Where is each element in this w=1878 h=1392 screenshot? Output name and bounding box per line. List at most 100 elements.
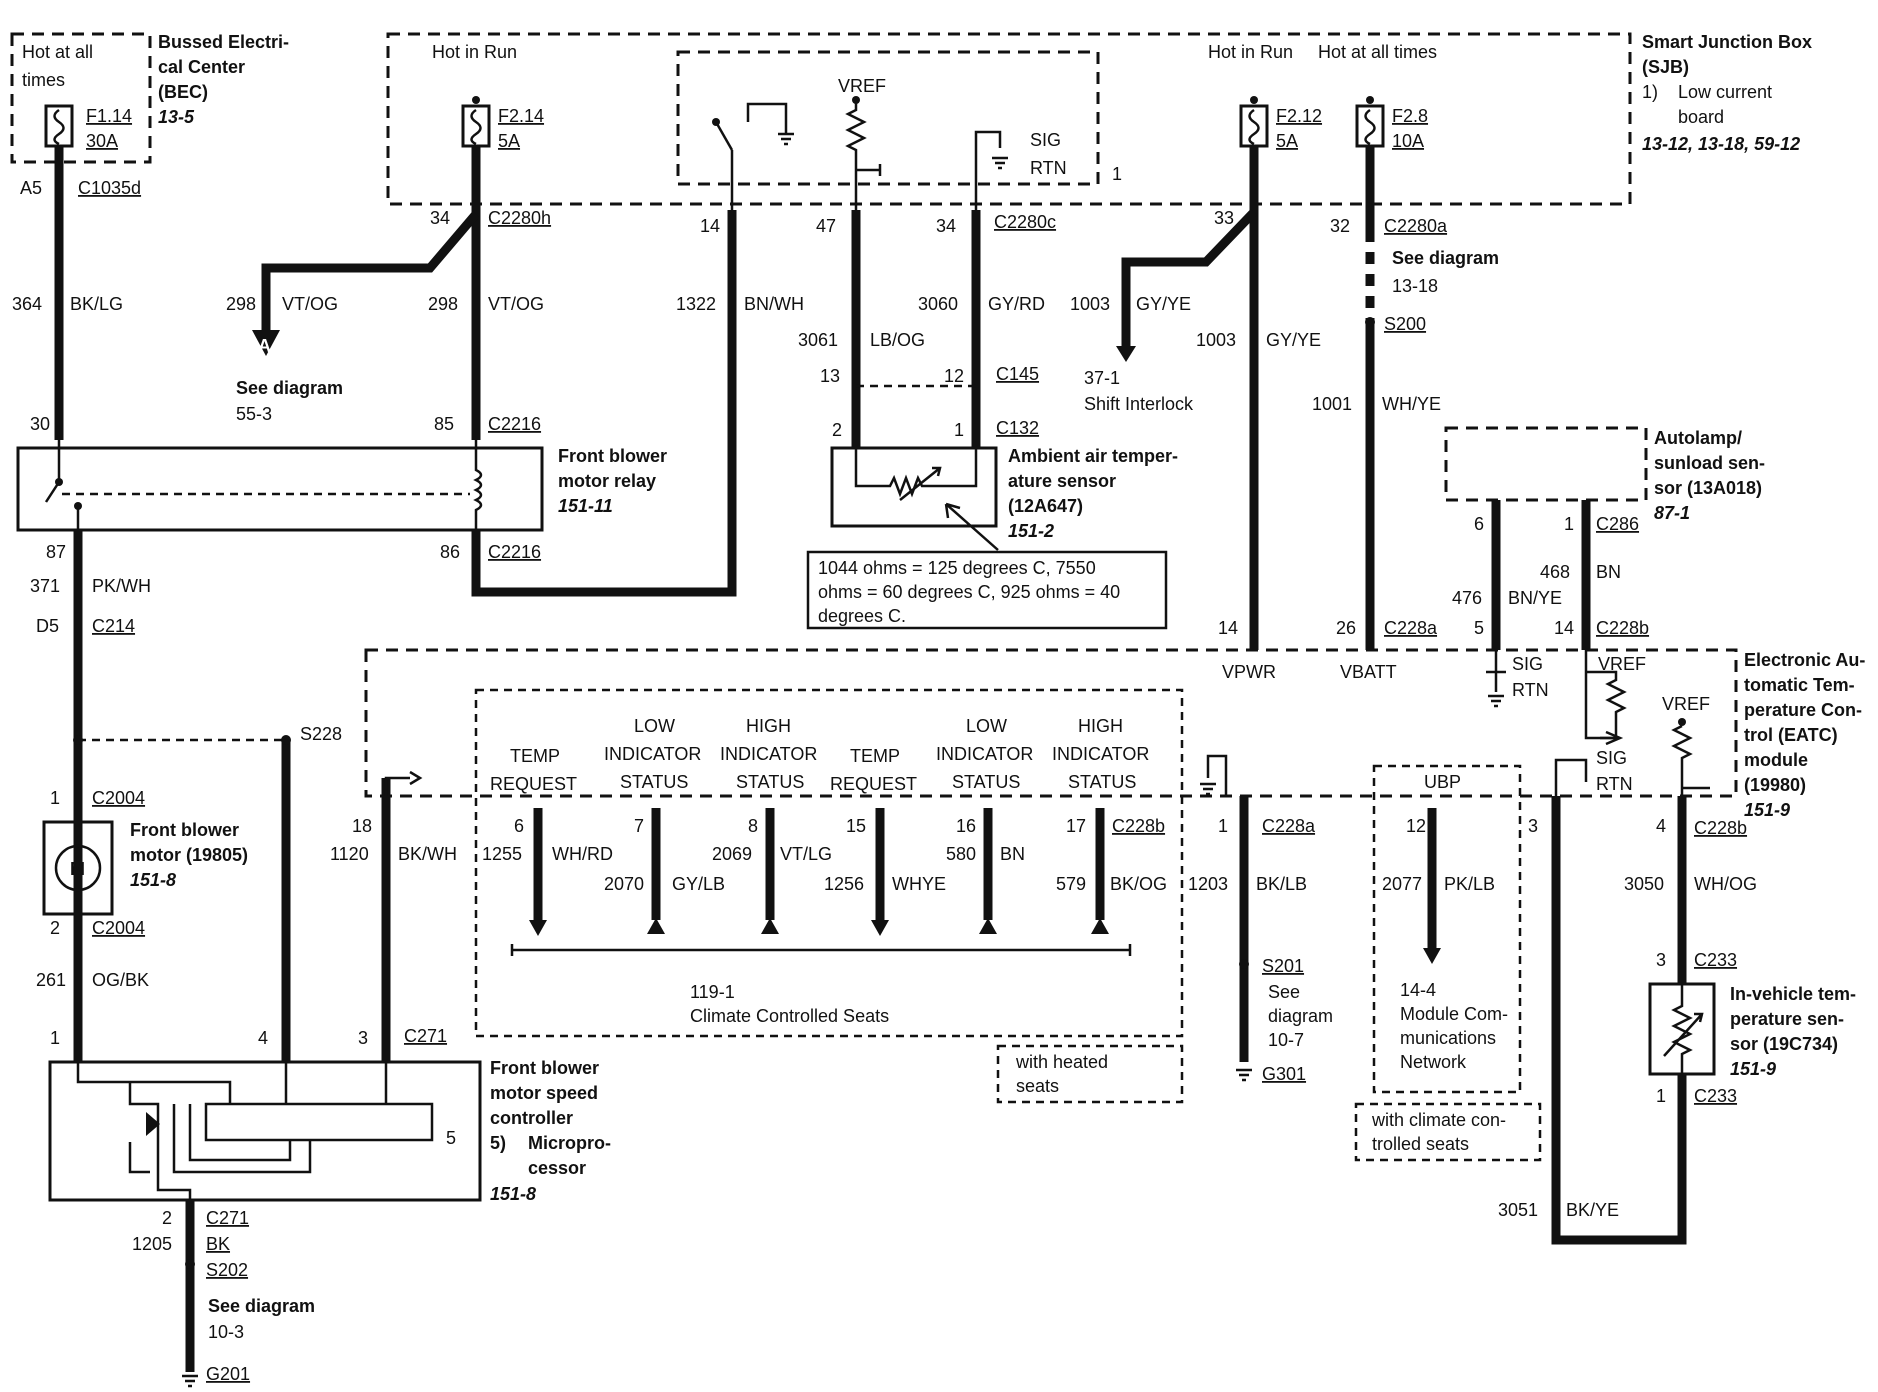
pin-3b: 3 [358, 1028, 368, 1048]
see-107-1: See [1268, 982, 1300, 1002]
wire-580-color: BN [1000, 844, 1025, 864]
bec-box: Hot at all times F1.14 30A Bussed Electr… [10, 32, 289, 198]
controller-ref: 151-8 [490, 1184, 536, 1204]
ground-icon [1236, 1068, 1252, 1082]
pin-14a: 14 [700, 216, 720, 236]
sjb-name-1: Smart Junction Box [1642, 32, 1812, 52]
eatc-ref: 151-9 [1744, 800, 1790, 820]
mcn-3: munications [1400, 1028, 1496, 1048]
pin-32: 32 [1330, 216, 1350, 236]
seat-sig-4a: TEMP [850, 746, 900, 766]
ohms-note-1: 1044 ohms = 125 degrees C, 7550 [818, 558, 1096, 578]
see-103-1: See diagram [208, 1296, 315, 1316]
wire-3061-color: LB/OG [870, 330, 925, 350]
wire-468: 468 [1540, 562, 1570, 582]
wire-1203-color: BK/LB [1256, 874, 1307, 894]
see-55-2: 55-3 [236, 404, 272, 424]
wire-1322: 1322 [676, 294, 716, 314]
seat-sig-6a: HIGH [1078, 716, 1123, 736]
seat-sig-5c: STATUS [952, 772, 1020, 792]
pin-18: 18 [352, 816, 372, 836]
eatc-rtn: RTN [1512, 680, 1549, 700]
pin-2c: 2 [162, 1208, 172, 1228]
autolamp-ref: 87-1 [1654, 503, 1690, 523]
seats-2: Climate Controlled Seats [690, 1006, 889, 1026]
fuse-f2-14-rating: 5A [498, 131, 520, 151]
relay-name-1: Front blower [558, 446, 667, 466]
seat-sig-3b: INDICATOR [720, 744, 817, 764]
conn-g201: G201 [206, 1364, 250, 1384]
ohms-note-3: degrees C. [818, 606, 906, 626]
eatc-rtn-2: RTN [1596, 774, 1633, 794]
see-55-1: See diagram [236, 378, 343, 398]
wire-580: 580 [946, 844, 976, 864]
eatc-name-3: perature Con- [1744, 700, 1862, 720]
conn-c271a: C271 [404, 1026, 447, 1046]
wire-261: 261 [36, 970, 66, 990]
ohms-note-2: ohms = 60 degrees C, 925 ohms = 40 [818, 582, 1120, 602]
relay-name-2: motor relay [558, 471, 656, 491]
wire-3051: 3051 [1498, 1200, 1538, 1220]
climate-note-2: trolled seats [1372, 1134, 1469, 1154]
pin-1c: 1 [50, 788, 60, 808]
wire-261-color: OG/BK [92, 970, 149, 990]
wire-476: 476 [1452, 588, 1482, 608]
pin-2b: 2 [50, 918, 60, 938]
wire-2069: 2069 [712, 844, 752, 864]
eatc-sig: SIG [1512, 654, 1543, 674]
seat-sig-6c: STATUS [1068, 772, 1136, 792]
ambient-air-temperature-sensor: Ambient air temper- ature sensor (12A647… [806, 446, 1178, 630]
seats-1: 119-1 [690, 982, 735, 1002]
pin-34a: 34 [430, 208, 450, 228]
pin-labels: 34 C2280h 14 47 34 C2280c 33 32 C2280a 3… [30, 208, 1747, 1384]
eatc-name-2: tomatic Tem- [1744, 675, 1855, 695]
autolamp-name-3: sor (13A018) [1654, 478, 1762, 498]
bec-fuse: F1.14 [86, 106, 132, 126]
motor-name-1: Front blower [130, 820, 239, 840]
pin-1e: 1 [50, 1028, 60, 1048]
sjb-hot-run-2: Hot in Run [1208, 42, 1293, 62]
eatc-module: VPWR VBATT SIG RTN VREF VREF SIG RTN Ele… [364, 648, 1865, 1094]
bec-name-1: Bussed Electri- [158, 32, 289, 52]
pin-34b: 34 [936, 216, 956, 236]
see-103-2: 10-3 [208, 1322, 244, 1342]
fuse-f2-8-rating: 10A [1392, 131, 1424, 151]
pin-4a: 4 [1656, 816, 1666, 836]
controller-name-3: controller [490, 1108, 573, 1128]
wire-298b-color: VT/OG [488, 294, 544, 314]
conn-c228a-2: C228a [1262, 816, 1316, 836]
pin-4b: 4 [258, 1028, 268, 1048]
pin-15: 15 [846, 816, 866, 836]
sjb-ref: 13-12, 13-18, 59-12 [1642, 134, 1800, 154]
conn-c2216b: C2216 [488, 542, 541, 562]
front-blower-motor-relay: Front blower motor relay 151-11 [16, 440, 667, 532]
wire-364: 364 [12, 294, 42, 314]
seat-sig-2c: STATUS [620, 772, 688, 792]
pin-17: 17 [1066, 816, 1086, 836]
fuse-f2-8: F2.8 [1392, 106, 1428, 126]
pin-2a: 2 [832, 420, 842, 440]
relay-coil-icon [473, 440, 483, 530]
conn-c271b: C271 [206, 1208, 249, 1228]
seat-sig-4b: REQUEST [830, 774, 917, 794]
pin-26: 26 [1336, 618, 1356, 638]
pin-6b: 6 [514, 816, 524, 836]
motor-name-2: motor (19805) [130, 845, 248, 865]
sjb-hot-all: Hot at all times [1318, 42, 1437, 62]
wire-579-color: BK/OG [1110, 874, 1167, 894]
wire-476-color: BN/YE [1508, 588, 1562, 608]
sjb-note-1: Low current [1678, 82, 1772, 102]
pin-7: 7 [634, 816, 644, 836]
wire-1256: 1256 [824, 874, 864, 894]
fuse-f2-12-rating: 5A [1276, 131, 1298, 151]
autolamp-sunload-sensor: Autolamp/ sunload sen- sor (13A018) 87-1 [1444, 426, 1765, 523]
pin-1a: 1 [954, 420, 964, 440]
diag-a-label: A [258, 336, 271, 356]
conn-c233b: C233 [1694, 1086, 1737, 1106]
wire-1001-color: WH/YE [1382, 394, 1441, 414]
diagram-references: A See diagram 55-3 See diagram 13-18 37-… [208, 248, 1508, 1342]
autolamp-name-1: Autolamp/ [1654, 428, 1742, 448]
invehicle-ref: 151-9 [1730, 1059, 1776, 1079]
ambient-name-3: (12A647) [1008, 496, 1083, 516]
conn-c132: C132 [996, 418, 1039, 438]
